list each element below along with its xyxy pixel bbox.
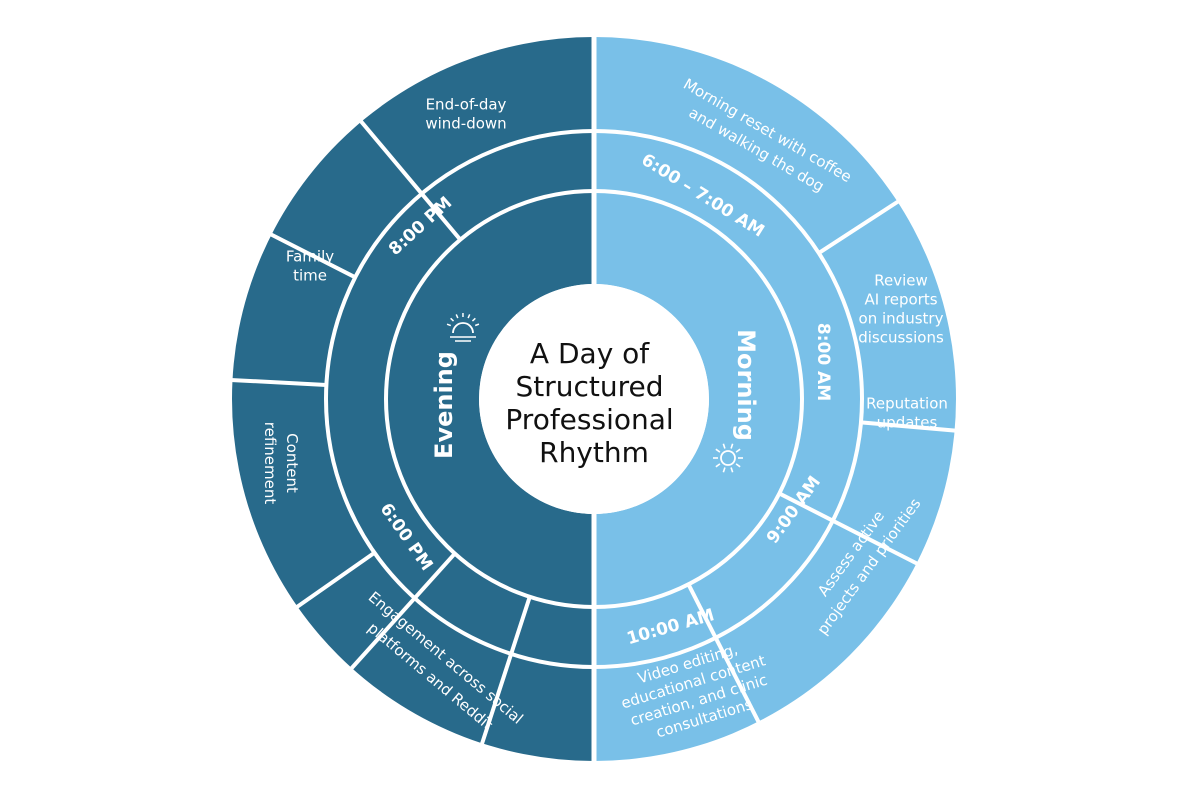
activity-label-line: Review	[874, 272, 928, 290]
period-label-morning: Morning	[732, 329, 760, 441]
sunburst-wedges	[232, 37, 956, 761]
activity-divider	[817, 199, 901, 255]
activity-label-line: updates	[877, 414, 938, 432]
activity-label-line: refinement	[261, 422, 279, 505]
time-divider	[479, 596, 532, 746]
time-label: 8:00 AM	[813, 323, 833, 401]
activity-divider	[860, 420, 957, 433]
sunset-icon	[446, 312, 480, 342]
activity-label-line: Content	[283, 433, 301, 493]
center-title-line: Structured	[516, 370, 664, 403]
center-title: A Day of Structured Professional Rhythm	[505, 337, 682, 469]
activity-divider	[268, 231, 357, 280]
time-divider	[348, 552, 457, 671]
time-divider	[778, 491, 920, 567]
activity-divider	[294, 551, 376, 610]
activity-label-line: time	[293, 267, 327, 285]
evening-half	[232, 37, 594, 761]
sunburst-dividers	[230, 35, 957, 763]
activity-divider	[230, 377, 327, 387]
activity-label-line: AI reports	[864, 291, 937, 309]
activity-label-line: discussions	[858, 329, 944, 347]
center-title-line: Professional	[505, 403, 673, 436]
activity-label-line: Family	[286, 248, 334, 266]
morning-half	[594, 37, 956, 761]
center-title-line: Rhythm	[539, 436, 649, 469]
activity-label-line: Reputation	[866, 395, 948, 413]
center-circle	[479, 284, 709, 514]
time-divider	[686, 583, 762, 725]
period-label-evening: Evening	[430, 351, 458, 459]
activity-label-line: on industry	[859, 310, 944, 328]
sun-icon	[713, 443, 743, 473]
center-title-line: A Day of	[530, 337, 650, 370]
activity-label: Contentrefinement	[261, 422, 301, 505]
activity-label-line: End-of-day	[426, 96, 507, 114]
activity-label-line: wind-down	[425, 115, 506, 133]
time-divider	[358, 118, 462, 241]
